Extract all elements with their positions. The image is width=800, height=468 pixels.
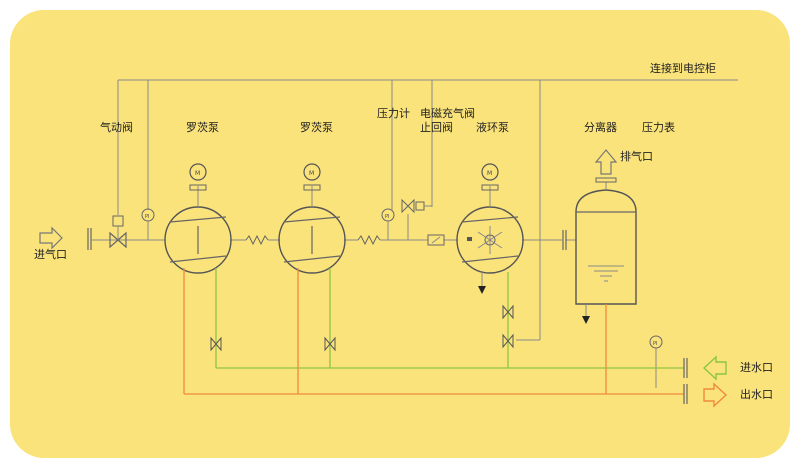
solenoid-valve-icon	[401, 198, 432, 240]
svg-text:PI: PI	[653, 341, 658, 347]
water-outlet-label: 出水口	[740, 387, 773, 401]
pressure-gauge-2-icon: PI	[381, 208, 395, 240]
gas-inlet-label: 进气口	[34, 247, 67, 261]
liquid-ring-pump: M	[456, 163, 524, 294]
water-valve-3-icon	[502, 304, 514, 320]
water-valve-4-icon	[502, 333, 514, 349]
svg-text:M: M	[195, 170, 200, 177]
pneumatic-valve-icon	[109, 215, 127, 249]
roots-pump-2-label: 罗茨泵	[300, 120, 333, 134]
exhaust-outlet-label: 排气口	[620, 149, 653, 163]
water-inlet-line	[210, 268, 688, 378]
svg-text:PI: PI	[385, 214, 390, 220]
svg-text:M: M	[309, 170, 314, 177]
roots-pump-2: M	[278, 163, 346, 274]
water-inlet-arrow-icon	[702, 355, 727, 381]
water-valve-1-icon	[210, 336, 222, 352]
motor-3-icon	[481, 163, 499, 181]
diagram-panel	[10, 10, 790, 458]
control-bus	[117, 79, 738, 341]
svg-text:PI: PI	[145, 214, 150, 220]
pressure-gauge-1-icon: PI	[141, 208, 155, 240]
gas-inlet-arrow-icon	[39, 226, 63, 250]
motor-1-icon	[189, 163, 207, 181]
pressure-meter-icon: PI	[649, 335, 663, 388]
water-valve-2-icon	[324, 336, 336, 352]
solenoid-valve-label-1: 电磁充气阀	[420, 106, 475, 120]
drain-valve-2-icon	[582, 316, 590, 324]
drain-valve-1-icon	[478, 286, 486, 294]
main-gas-line	[87, 228, 576, 250]
liquid-ring-pump-label: 液环泵	[476, 120, 509, 134]
motor-2-icon	[303, 163, 321, 181]
exhaust-arrow-icon	[594, 149, 618, 175]
pressure-meter-label: 压力表	[642, 120, 675, 134]
water-inlet-label: 进水口	[740, 361, 773, 374]
roots-pump-1: M	[164, 163, 232, 274]
coupling-2-icon	[357, 234, 381, 246]
svg-text:M: M	[487, 170, 492, 177]
separator-vessel	[575, 177, 637, 324]
separator-label: 分离器	[584, 120, 617, 134]
water-outlet-line	[183, 268, 688, 404]
pressure-gauge-label: 压力计	[377, 107, 410, 120]
roots-pump-1-label: 罗茨泵	[186, 120, 219, 134]
coupling-1-icon	[245, 234, 269, 246]
control-cabinet-label: 连接到电控柜	[650, 61, 716, 75]
water-outlet-arrow-icon	[703, 382, 728, 408]
check-valve-icon	[427, 234, 445, 246]
solenoid-valve-label-2: 止回阀	[420, 120, 453, 134]
pneumatic-valve-label: 气动阀	[100, 120, 133, 134]
